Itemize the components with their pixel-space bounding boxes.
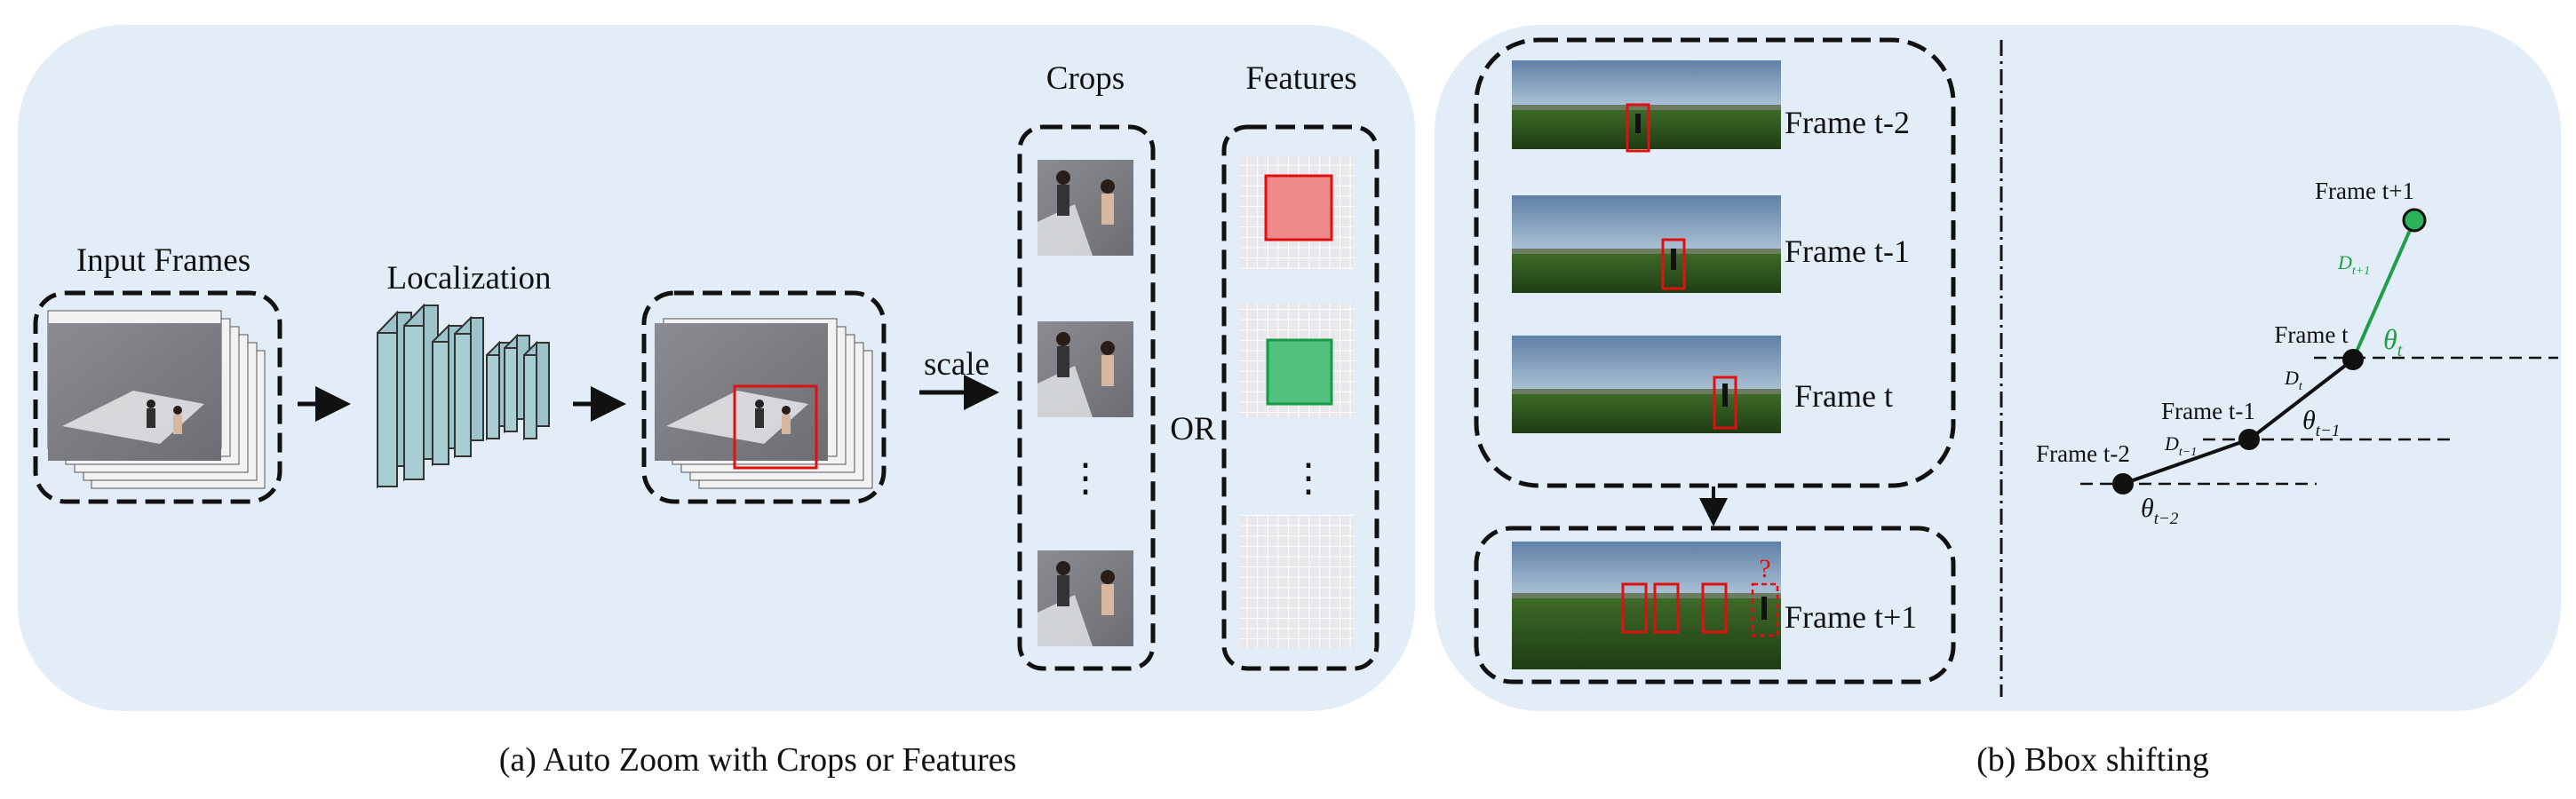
input-frame-image [48, 323, 221, 461]
features-label: Features [1245, 60, 1356, 97]
trajectory-segment [2247, 358, 2355, 441]
network-block [523, 340, 550, 441]
predicted-trajectory-segment [2351, 219, 2416, 360]
input-frames-label: Input Frames [76, 242, 250, 279]
localization-label: Localization [387, 260, 552, 297]
distance-label-t-plus-1: Dt+1 [2337, 251, 2370, 278]
feature-map [1240, 155, 1354, 269]
caption-panel-b: (b) Bbox shifting [1976, 741, 2209, 779]
input-frame-stack [47, 310, 266, 489]
frame-image-t-minus-2 [1512, 60, 1781, 153]
point-label-t: Frame t [2274, 321, 2349, 348]
trajectory-point-t-plus-1 [2402, 208, 2427, 233]
caption-panel-a: (a) Auto Zoom with Crops or Features [499, 741, 1017, 779]
crop-image [1038, 321, 1133, 417]
frame-image-t-plus-1 [1512, 542, 1781, 669]
trajectory-point-t-minus-1 [2238, 429, 2260, 450]
frame-image-t-minus-1 [1512, 195, 1781, 293]
localization-network-icon [377, 303, 550, 489]
feature-region-red [1264, 174, 1333, 241]
past-frames-box [1474, 37, 1956, 488]
angle-label-t-minus-1: θt−1 [2302, 406, 2340, 440]
input-frames-box [33, 290, 282, 504]
panel-a: Input Frames Localization [33, 60, 1379, 671]
crops-box [1017, 124, 1156, 671]
next-frame-box [1474, 526, 1956, 684]
localized-frame-stack [655, 318, 873, 489]
frame-label-t-minus-2: Frame t-2 [1785, 105, 1910, 140]
point-label-t-minus-1: Frame t-1 [2161, 398, 2255, 424]
localized-frames-box [641, 290, 886, 504]
shifted-bbox [1653, 582, 1680, 634]
trajectory-diagram: Frame t-2 Frame t-1 Frame t Frame t+1 Dt… [2036, 178, 2558, 528]
or-label: OR [1170, 411, 1216, 447]
scale-label: scale [924, 346, 990, 383]
trajectory-point-t [2342, 349, 2364, 370]
trajectory-point-t-minus-2 [2112, 473, 2134, 494]
panel-b: Frame t-2 Frame t-1 Frame t [1474, 37, 2558, 697]
point-label-t-plus-1: Frame t+1 [2315, 178, 2414, 204]
distance-label-t-minus-1: Dt−1 [2164, 432, 2197, 459]
network-block [454, 315, 484, 459]
frame-label-t-plus-1: Frame t+1 [1785, 599, 1917, 635]
question-mark: ? [1759, 554, 1770, 583]
feature-map [1240, 304, 1354, 417]
angle-label-t: θt [2383, 323, 2403, 360]
feature-map [1240, 515, 1354, 648]
tracked-bbox [1626, 103, 1650, 153]
point-label-t-minus-2: Frame t-2 [2036, 440, 2130, 467]
trajectory-segment [2122, 438, 2250, 486]
localized-bbox [733, 384, 818, 470]
crops-ellipsis: ⋮ [1066, 456, 1105, 500]
shifted-bbox [1621, 582, 1648, 634]
distance-label-t: Dt [2284, 367, 2303, 393]
crop-image [1038, 550, 1133, 646]
frame-image-t [1512, 336, 1781, 433]
feature-region-green [1266, 338, 1333, 406]
predicted-bbox [1751, 582, 1779, 637]
frame-label-t-minus-1: Frame t-1 [1785, 233, 1910, 269]
tracked-bbox [1661, 238, 1686, 290]
shifted-bbox [1701, 582, 1728, 634]
crop-image [1038, 160, 1133, 256]
features-ellipsis: ⋮ [1289, 456, 1328, 500]
features-box [1221, 124, 1379, 671]
tracked-bbox [1713, 376, 1737, 430]
crops-label: Crops [1046, 60, 1125, 97]
network-block [403, 303, 439, 482]
frame-label-t: Frame t [1794, 378, 1893, 414]
angle-label-t-minus-2: θt−2 [2141, 494, 2179, 528]
